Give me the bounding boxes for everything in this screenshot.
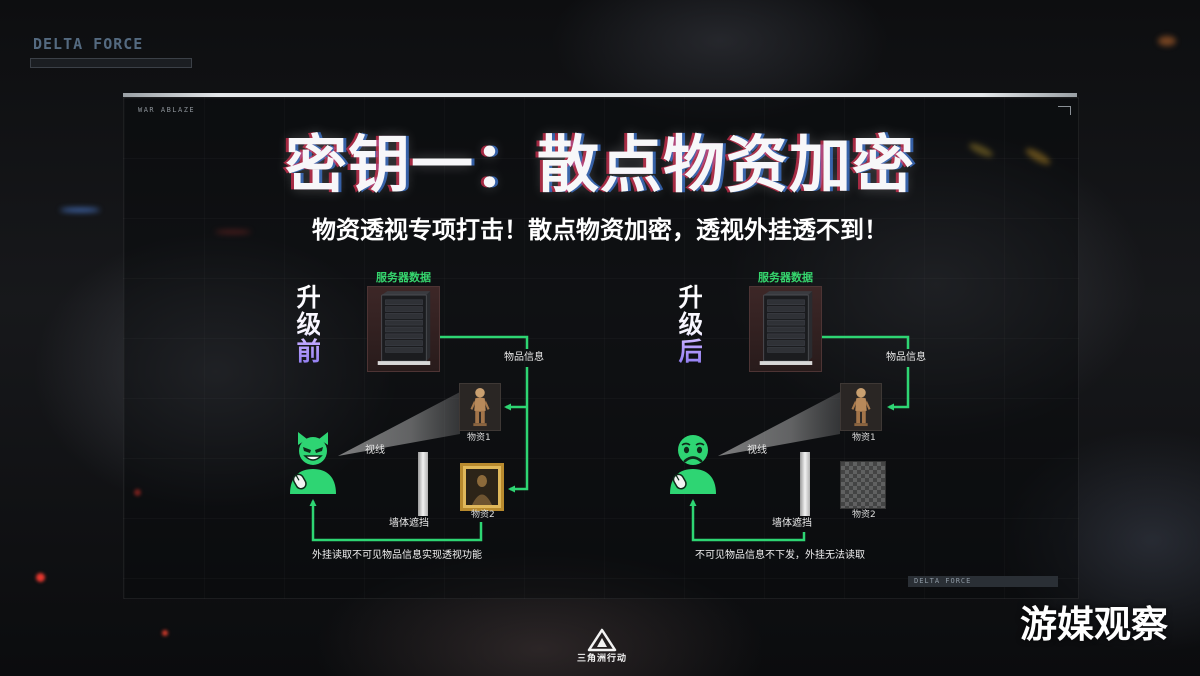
item1-label: 物资1 — [852, 434, 876, 443]
wall-block — [418, 452, 428, 516]
sight-label: 视线 — [747, 446, 767, 456]
caption-before: 外挂读取不可见物品信息实现透视功能 — [312, 551, 482, 561]
figurine-item-icon — [840, 383, 882, 431]
wall-label: 墙体遮挡 — [772, 519, 812, 529]
item1-label: 物资1 — [467, 434, 491, 443]
info-line — [440, 337, 527, 349]
wall-label: 墙体遮挡 — [389, 519, 429, 529]
item2-label: 物资2 — [471, 511, 495, 520]
watermark: 游媒观察 — [1020, 606, 1168, 643]
painting-icon — [459, 462, 505, 512]
item-info-label: 物品信息 — [504, 353, 544, 363]
sight-cone — [338, 392, 460, 456]
info-line — [822, 337, 908, 349]
stage-label-before: 升级前 — [295, 284, 320, 365]
server-data-label: 服务器数据 — [749, 272, 822, 283]
stage-label-after: 升级后 — [677, 284, 702, 365]
item2-label: 物资2 — [852, 511, 876, 520]
sight-cone — [718, 392, 840, 456]
wall-block — [800, 452, 810, 516]
server-data-label: 服务器数据 — [367, 272, 440, 283]
item-info-label: 物品信息 — [886, 353, 926, 363]
devil-cheater-icon — [286, 430, 340, 494]
delta-triangle-logo-icon — [587, 628, 617, 652]
sight-label: 视线 — [365, 446, 385, 456]
server-icon — [749, 286, 822, 372]
figurine-item-icon — [459, 383, 501, 431]
info-line-to-item2 — [510, 367, 527, 489]
logo-text: 三角洲行动 — [560, 655, 644, 664]
info-line-to-item1 — [889, 367, 908, 407]
mosaic-hidden-item-icon — [840, 461, 886, 509]
caption-after: 不可见物品信息不下发，外挂无法读取 — [695, 551, 865, 561]
server-icon — [367, 286, 440, 372]
sad-cheater-icon — [666, 430, 720, 494]
